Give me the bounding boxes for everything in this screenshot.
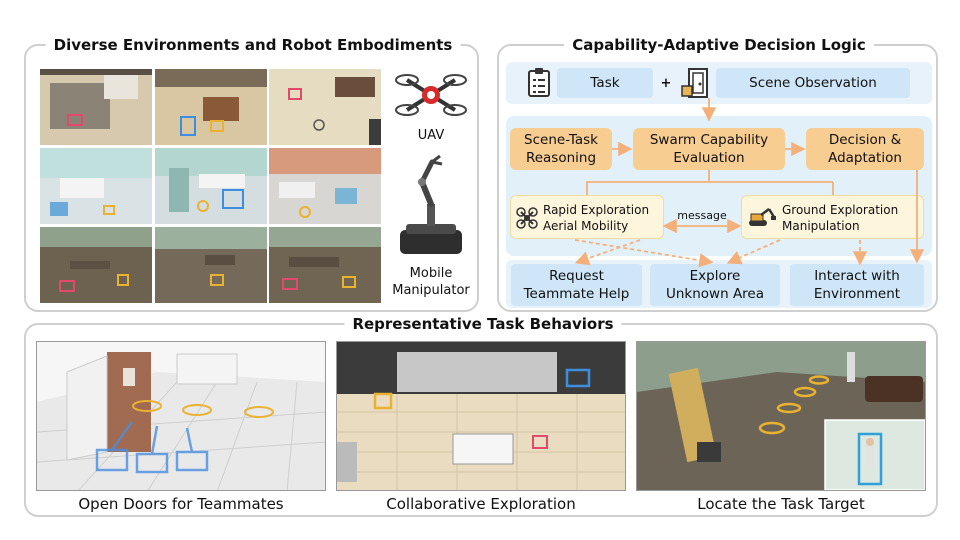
scene-hospital-3 [269, 148, 381, 224]
behaviors-title: Representative Task Behaviors [344, 314, 622, 334]
scene-living [269, 69, 381, 145]
door-icon [681, 68, 709, 98]
decision-title: Capability-Adaptive Decision Logic [564, 35, 874, 55]
checklist-icon [527, 68, 551, 98]
decision-panel: Capability-Adaptive Decision Logic [497, 35, 938, 312]
drone-small-icon [516, 207, 538, 229]
mobile-manipulator-line2: Manipulator [392, 283, 470, 298]
mobile-manipulator-line1: Mobile [409, 266, 453, 281]
scene-observation-box: Scene Observation [716, 68, 910, 98]
mobile-manipulator-label: Mobile Manipulator [388, 265, 474, 299]
scene-dining [155, 69, 267, 145]
task-box: Task [557, 68, 653, 98]
environments-panel: Diverse Environments and Robot Embodimen… [24, 35, 479, 312]
uav-icon [393, 68, 469, 122]
open-doors-caption: Open Doors for Teammates [78, 495, 284, 513]
locate-target-caption: Locate the Task Target [697, 495, 865, 513]
mobile-manipulator-icon [392, 152, 470, 260]
scene-rubble-2 [155, 227, 267, 303]
message-label: message [677, 209, 727, 222]
collab-exploration-image [336, 341, 626, 491]
scene-rubble-3 [269, 227, 381, 303]
collab-exploration-caption: Collaborative Exploration [386, 495, 576, 513]
arrow-lines [574, 98, 925, 268]
uav-label: UAV [417, 128, 445, 143]
scene-grid [40, 69, 382, 303]
decision-adaptation-box: Decision &Adaptation [806, 128, 924, 170]
environments-title: Diverse Environments and Robot Embodimen… [45, 35, 461, 55]
excavator-icon [747, 206, 777, 230]
open-doors-image [36, 341, 326, 491]
decision-adaptation-text: Decision &Adaptation [828, 132, 902, 166]
scene-rubble-1 [40, 227, 152, 303]
scene-hospital-2 [155, 148, 267, 224]
scene-bedroom [40, 69, 152, 145]
scene-hospital-1 [40, 148, 152, 224]
locate-target-image [636, 341, 926, 491]
plus-sign: + [660, 76, 672, 91]
behaviors-panel: Representative Task Behaviors [24, 314, 938, 517]
